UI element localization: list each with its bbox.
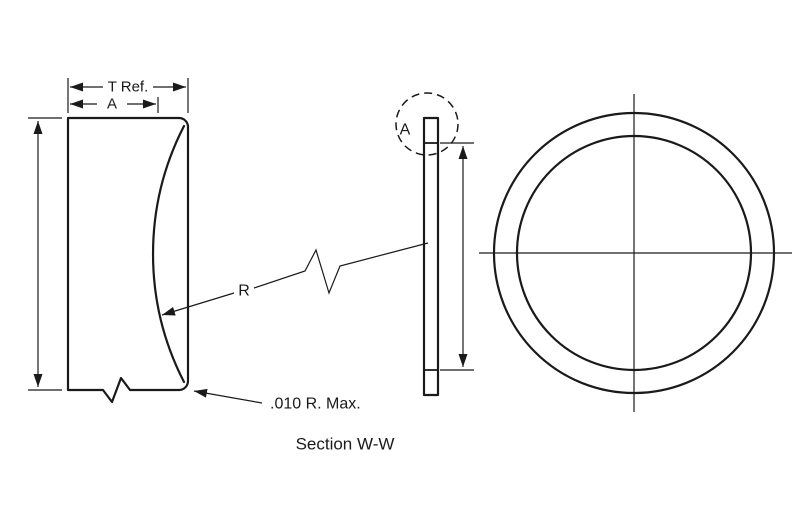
front-view: [479, 94, 792, 412]
section-caption: Section W-W: [296, 435, 395, 454]
edge-view-outline: [422, 116, 440, 397]
a-label: A: [107, 96, 117, 113]
t-ref-label: T Ref.: [108, 79, 149, 96]
detail-callout-label: A: [400, 122, 411, 139]
lens-surface-arc: [151, 124, 186, 384]
edge-view: A: [395, 92, 474, 397]
radius-leader-arrow: [161, 292, 235, 316]
radius-leader-break: [253, 242, 429, 295]
section-outline: [66, 116, 190, 404]
section-view: T Ref. A R .010 R. Max. Section W-W: [28, 78, 429, 454]
corner-radius-label: .010 R. Max.: [270, 396, 361, 413]
detail-callout-circle: [395, 92, 459, 156]
radius-label: R: [238, 283, 250, 300]
corner-radius-leader: [193, 388, 263, 404]
